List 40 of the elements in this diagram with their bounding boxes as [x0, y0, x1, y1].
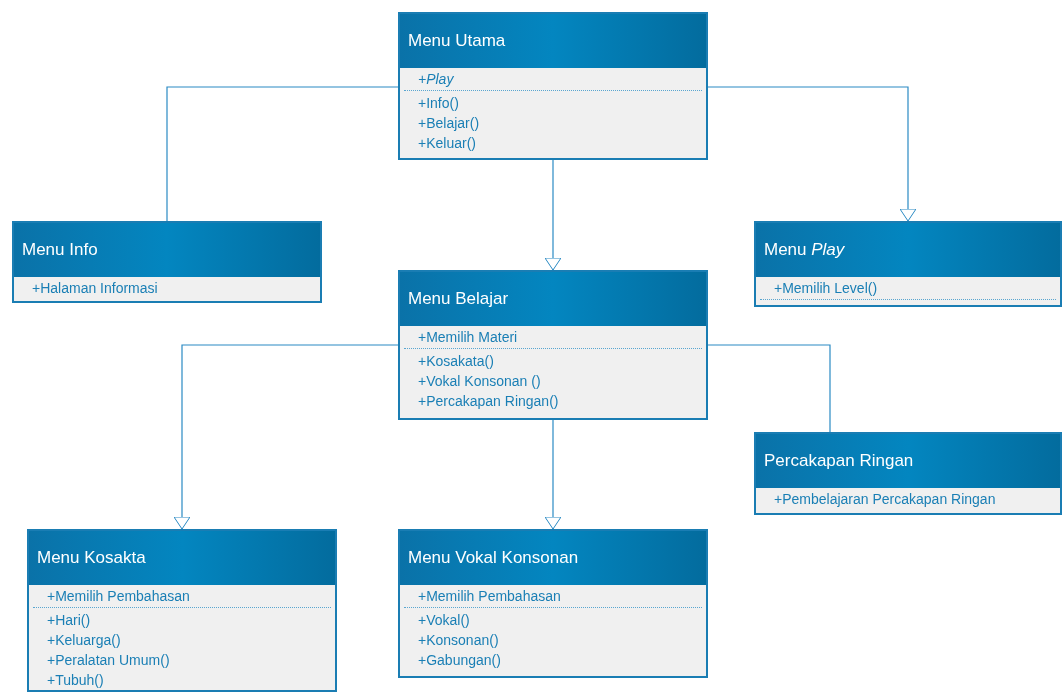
- class-method: +Halaman Informasi: [31, 279, 159, 298]
- class-method: +Keluarga(): [46, 631, 122, 650]
- class-method: +Percakapan Ringan(): [417, 392, 560, 411]
- class-method: +Pembelajaran Percakapan Ringan: [773, 490, 997, 509]
- class-name: Menu Belajar: [408, 288, 509, 311]
- class-attribute: +Play: [417, 70, 455, 89]
- class-name: Menu Vokal Konsonan: [408, 547, 579, 570]
- class-name: Menu Kosakta: [37, 547, 146, 570]
- class-box: [398, 270, 708, 420]
- class-method: +Keluar(): [417, 134, 477, 153]
- class-method: +Belajar(): [417, 114, 481, 133]
- generalization-arrow: [173, 344, 399, 530]
- generalization-arrow: [544, 419, 562, 530]
- connector-line: [166, 86, 399, 222]
- class-box: [398, 529, 708, 678]
- class-attribute: +Memilih Pembahasan: [417, 587, 562, 606]
- generalization-arrow: [707, 86, 917, 222]
- connector-line: [707, 344, 831, 433]
- class-box: [754, 432, 1062, 515]
- class-box: [754, 221, 1062, 307]
- class-method: +Hari(): [46, 611, 92, 630]
- class-attribute: +Memilih Level(): [773, 279, 879, 298]
- class-method: +Konsonan(): [417, 631, 500, 650]
- class-attribute: +Memilih Materi: [417, 328, 519, 347]
- class-method: +Gabungan(): [417, 651, 502, 670]
- class-method: +Kosakata(): [417, 352, 495, 371]
- class-name: Percakapan Ringan: [764, 450, 914, 473]
- class-method: +Peralatan Umum(): [46, 651, 171, 670]
- class-name: Menu Utama: [408, 30, 506, 53]
- class-name: Menu Info: [22, 239, 98, 262]
- class-box: [12, 221, 322, 303]
- class-method: +Vokal Konsonan (): [417, 372, 542, 391]
- class-name: Menu Play: [764, 239, 845, 262]
- class-method: +Info(): [417, 94, 460, 113]
- class-box: [398, 12, 708, 160]
- class-attribute: +Memilih Pembahasan: [46, 587, 191, 606]
- class-method: +Vokal(): [417, 611, 471, 630]
- generalization-arrow: [544, 159, 562, 271]
- class-method: +Tubuh(): [46, 671, 105, 690]
- class-box: [27, 529, 337, 692]
